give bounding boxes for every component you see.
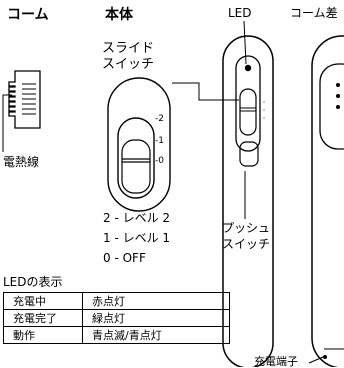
heating-wire-leader xyxy=(2,94,12,152)
comb-title: コーム xyxy=(7,7,49,23)
led-display-table: 充電中 赤点灯 充電完了 緑点灯 動作 青点滅/青点灯 xyxy=(3,292,230,344)
charging-terminal-dot xyxy=(323,355,327,359)
table-row: 充電中 赤点灯 xyxy=(3,292,230,310)
table-row: 充電完了 緑点灯 xyxy=(3,309,230,327)
slide-tick-0: -0 xyxy=(155,156,164,166)
led-label: LED xyxy=(228,6,252,20)
level-2-text: 2 - レベル 2 xyxy=(103,211,171,225)
level-0-text: 0 - OFF xyxy=(103,251,146,265)
body-title: 本体 xyxy=(105,7,133,23)
led-state-cell: 充電完了 xyxy=(3,309,83,327)
comb-insert-holes xyxy=(336,83,340,109)
led-leader xyxy=(243,20,247,65)
led-display-title: LEDの表示 xyxy=(3,275,63,289)
heating-wire-label: 電熱線 xyxy=(3,155,40,169)
charging-terminal-label: 充電端子 xyxy=(254,355,298,368)
led-color-cell: 赤点灯 xyxy=(82,292,230,310)
led-color-cell: 緑点灯 xyxy=(82,309,230,327)
comb-drawing xyxy=(8,70,41,129)
slide-tick-1: -1 xyxy=(155,136,164,146)
led-color-cell: 青点滅/青点灯 xyxy=(82,326,230,344)
push-switch-label-line2: スイッチ xyxy=(222,237,271,251)
slide-switch-label-line1: スライド xyxy=(102,41,155,56)
slide-scale-marks xyxy=(263,101,265,119)
led-indicator-icon xyxy=(244,64,252,72)
level-1-text: 1 - レベル 1 xyxy=(103,231,171,245)
comb-insert-drawing xyxy=(311,35,344,367)
charging-terminal-leader xyxy=(308,356,324,364)
led-state-cell: 充電中 xyxy=(3,292,83,310)
led-state-cell: 動作 xyxy=(3,326,83,344)
table-row: 動作 青点滅/青点灯 xyxy=(3,326,230,344)
slide-switch-enlarged xyxy=(107,77,171,212)
slide-switch-leader xyxy=(172,82,239,101)
push-switch-label-line1: プッシュ xyxy=(222,221,271,235)
comb-insert-title: コーム差 xyxy=(290,6,338,20)
slide-switch-label-line2: スイッチ xyxy=(102,57,155,72)
main-body-drawing xyxy=(222,35,274,367)
slide-tick-2: -2 xyxy=(155,114,164,124)
